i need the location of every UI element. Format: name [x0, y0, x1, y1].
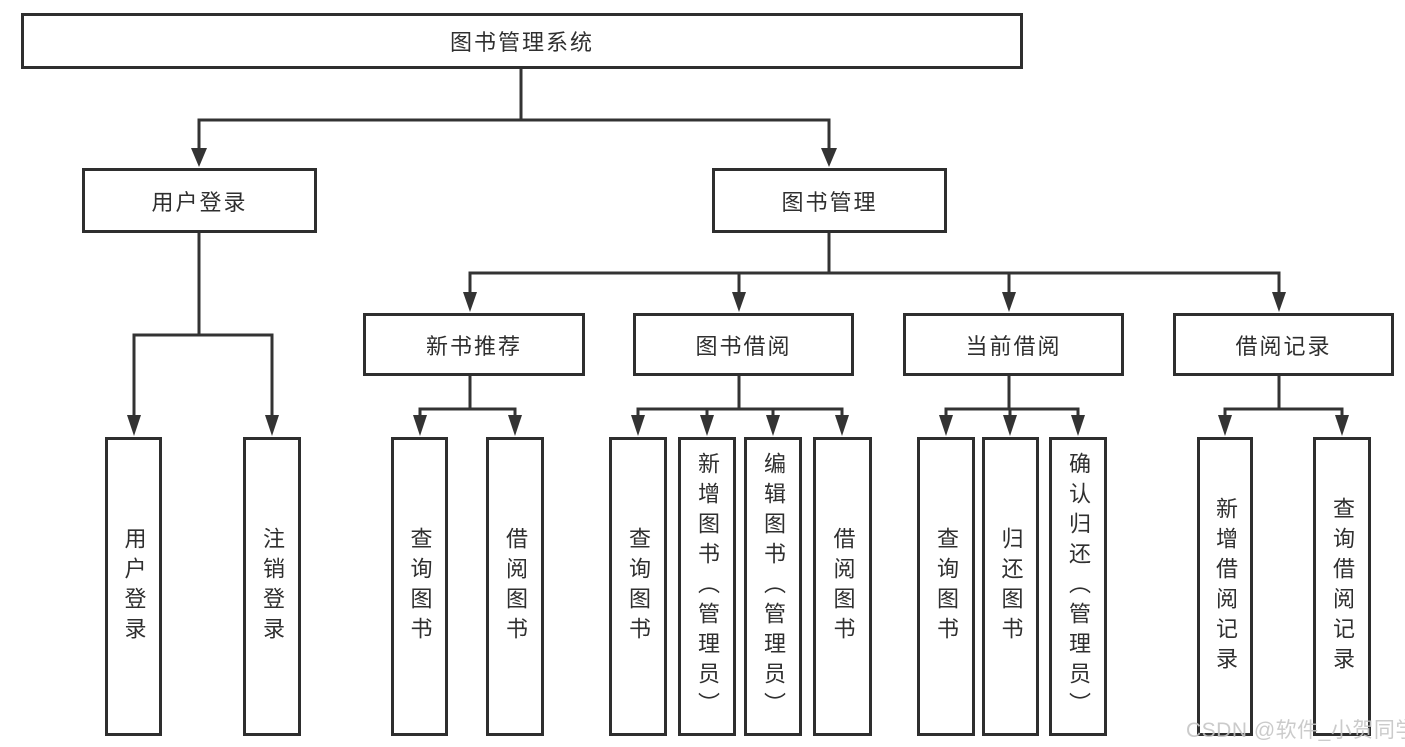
node-borrow-borrow-label: 借阅图书 — [830, 526, 856, 647]
node-borrow-edit-admin-label: 编辑图书（管理员） — [761, 451, 786, 722]
node-records-add: 新增借阅记录 — [1197, 437, 1253, 736]
node-user-login: 用户登录 — [82, 168, 317, 233]
node-current-confirm-admin: 确认归还（管理员） — [1049, 437, 1107, 736]
node-borrow-records: 借阅记录 — [1173, 313, 1394, 376]
node-records-query: 查询借阅记录 — [1313, 437, 1371, 736]
node-current-query: 查询图书 — [917, 437, 975, 736]
node-current-query-label: 查询图书 — [934, 526, 959, 647]
node-current-confirm-admin-label: 确认归还（管理员） — [1066, 451, 1091, 722]
node-new-book-recommend-label: 新书推荐 — [425, 333, 522, 359]
node-borrow-add-admin: 新增图书（管理员） — [678, 437, 736, 736]
node-borrow-borrow: 借阅图书 — [813, 437, 872, 736]
node-book-borrow-label: 图书借阅 — [695, 333, 792, 359]
node-book-management-label: 图书管理 — [781, 189, 878, 215]
node-new-book-recommend: 新书推荐 — [363, 313, 585, 376]
node-records-query-label: 查询借阅记录 — [1330, 496, 1355, 677]
node-records-add-label: 新增借阅记录 — [1213, 496, 1238, 677]
node-newbook-borrow: 借阅图书 — [486, 437, 544, 736]
node-borrow-edit-admin: 编辑图书（管理员） — [744, 437, 802, 736]
node-current-borrow-label: 当前借阅 — [965, 333, 1062, 359]
node-login-logout: 注销登录 — [243, 437, 301, 736]
node-login-user-login-label: 用户登录 — [121, 526, 147, 647]
node-current-return-label: 归还图书 — [998, 526, 1024, 647]
node-borrow-query: 查询图书 — [609, 437, 667, 736]
node-newbook-query: 查询图书 — [391, 437, 448, 736]
node-root: 图书管理系统 — [21, 13, 1023, 69]
node-login-user-login: 用户登录 — [105, 437, 162, 736]
node-borrow-records-label: 借阅记录 — [1235, 333, 1332, 359]
node-borrow-add-admin-label: 新增图书（管理员） — [695, 451, 720, 722]
node-current-borrow: 当前借阅 — [903, 313, 1124, 376]
node-current-return: 归还图书 — [982, 437, 1039, 736]
node-newbook-borrow-label: 借阅图书 — [503, 526, 528, 647]
node-book-management: 图书管理 — [712, 168, 947, 233]
node-book-borrow: 图书借阅 — [633, 313, 854, 376]
watermark-text: CSDN @软件_小贺同学 — [1186, 719, 1405, 742]
node-root-label: 图书管理系统 — [449, 30, 594, 55]
node-user-login-label: 用户登录 — [151, 189, 248, 215]
node-newbook-query-label: 查询图书 — [407, 526, 433, 647]
node-login-logout-label: 注销登录 — [260, 526, 285, 647]
node-borrow-query-label: 查询图书 — [626, 526, 651, 647]
